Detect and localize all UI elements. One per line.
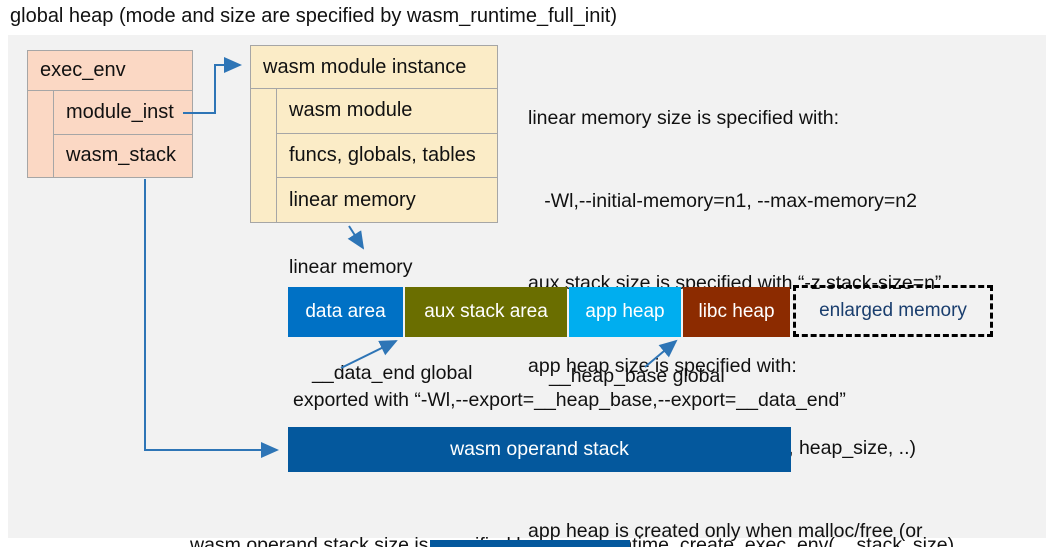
note-line: linear memory size is specified with: [528,107,840,129]
module-instance-row-wasm-module: wasm module [277,89,497,134]
exec-env-row-module-inst: module_inst [54,91,192,135]
module-instance-indent-strip [251,89,277,222]
heap-base-global-label: __heap_base global [549,365,725,387]
operand-stack-notes: wasm operand stack size is specified by … [190,477,954,547]
segment-app-heap: app heap [569,287,681,337]
exec-env-row-wasm-stack: wasm_stack [66,144,177,167]
module-instance-body: wasm module funcs, globals, tables linea… [251,89,497,222]
exec-env-header: exec_env [28,51,192,91]
note-line: -Wl,--initial-memory=n1, --max-memory=n2 [528,189,917,212]
exec-env-body: module_inst wasm_stack [28,91,192,177]
diagram-title: global heap (mode and size are specified… [10,5,617,27]
exec-env-indent-strip [28,91,54,177]
note-line: app heap is created only when malloc/fre… [528,519,923,542]
partial-bottom-bar [430,540,630,547]
module-instance-row-linear-memory: linear memory [289,188,416,211]
segment-data-area: data area [288,287,403,337]
note-line: wasm operand stack size is specified by … [190,534,955,547]
exported-with-label: exported with “-Wl,--export=__heap_base,… [293,389,846,411]
data-end-global-label: __data_end global [312,362,473,384]
module-instance-box: wasm module instance wasm module funcs, … [250,45,498,223]
exec-env-box: exec_env module_inst wasm_stack [27,50,193,178]
segment-libc-heap: libc heap [683,287,790,337]
segment-aux-stack-area: aux stack area [405,287,567,337]
module-instance-row-funcs-globals-tables: funcs, globals, tables [277,134,497,179]
note-line: app heap size is specified with: [528,354,797,377]
module-instance-header: wasm module instance [251,46,497,89]
segment-enlarged-memory: enlarged memory [793,285,993,337]
wasm-operand-stack-bar: wasm operand stack [288,427,791,472]
linear-memory-label: linear memory [289,256,413,278]
